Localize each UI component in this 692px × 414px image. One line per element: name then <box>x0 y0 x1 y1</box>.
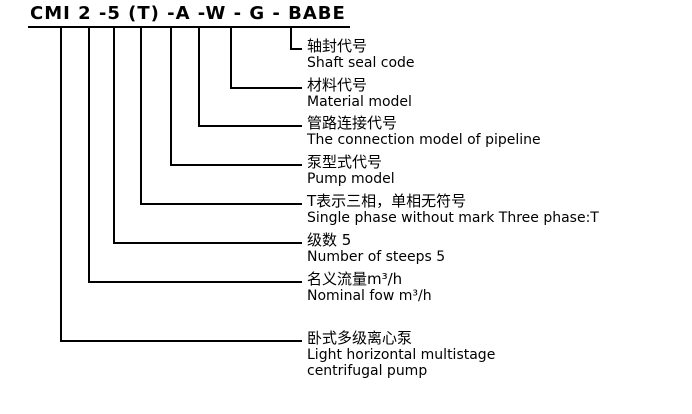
label-zh-nominal-flow: 名义流量m³/h <box>307 270 403 288</box>
connector-hline-g <box>230 87 302 89</box>
label-en-shaft-seal: Shaft seal code <box>307 55 415 71</box>
label-row-pump-type: 卧式多级离心泵 Light horizontal multistage cent… <box>307 329 496 380</box>
connector-hline-2 <box>88 281 302 283</box>
connector-vline-cmi <box>60 27 62 342</box>
connector-hline-a <box>170 164 302 166</box>
connector-vline-5 <box>113 27 115 244</box>
label-row-phase: T表示三相，单相无符号 Single phase without mark Th… <box>307 192 599 227</box>
label-row-pump-model: 泵型式代号 Pump model <box>307 153 395 188</box>
connector-vline-a <box>170 27 172 166</box>
label-row-steps: 级数 5 Number of steeps 5 <box>307 231 446 266</box>
connector-vline-g <box>230 27 232 89</box>
connector-vline-babe <box>290 27 292 50</box>
label-zh-shaft-seal: 轴封代号 <box>307 37 368 55</box>
connector-hline-t <box>140 203 302 205</box>
label-zh-pipeline-connection: 管路连接代号 <box>307 114 398 132</box>
label-en-nominal-flow: Nominal fow m³/h <box>307 288 432 304</box>
connector-vline-t <box>140 27 142 205</box>
label-zh-phase: T表示三相，单相无符号 <box>307 192 467 210</box>
connector-hline-cmi <box>60 340 302 342</box>
label-row-nominal-flow: 名义流量m³/h Nominal fow m³/h <box>307 270 432 305</box>
label-row-pipeline-connection: 管路连接代号 The connection model of pipeline <box>307 114 541 149</box>
label-zh-material: 材料代号 <box>307 76 368 94</box>
label-en-phase: Single phase without mark Three phase:T <box>307 210 599 226</box>
connector-vline-w <box>198 27 200 127</box>
label-en-pump-type: Light horizontal multistage centrifugal … <box>307 347 496 379</box>
connector-hline-w <box>198 125 302 127</box>
label-en-pump-model: Pump model <box>307 171 395 187</box>
connector-vline-2 <box>88 27 90 283</box>
label-en-steps: Number of steeps 5 <box>307 249 446 265</box>
label-zh-pump-model: 泵型式代号 <box>307 153 383 171</box>
label-en-pipeline-connection: The connection model of pipeline <box>307 132 541 148</box>
label-zh-steps: 级数 5 <box>307 231 352 249</box>
label-row-shaft-seal: 轴封代号 Shaft seal code <box>307 37 415 72</box>
label-en-material: Material model <box>307 94 412 110</box>
connector-hline-babe <box>290 48 302 50</box>
connector-hline-5 <box>113 242 302 244</box>
model-code-heading: CMI 2 -5 (T) -A -W - G - BABE <box>28 3 350 28</box>
label-row-material: 材料代号 Material model <box>307 76 412 111</box>
label-zh-pump-type: 卧式多级离心泵 <box>307 329 413 347</box>
